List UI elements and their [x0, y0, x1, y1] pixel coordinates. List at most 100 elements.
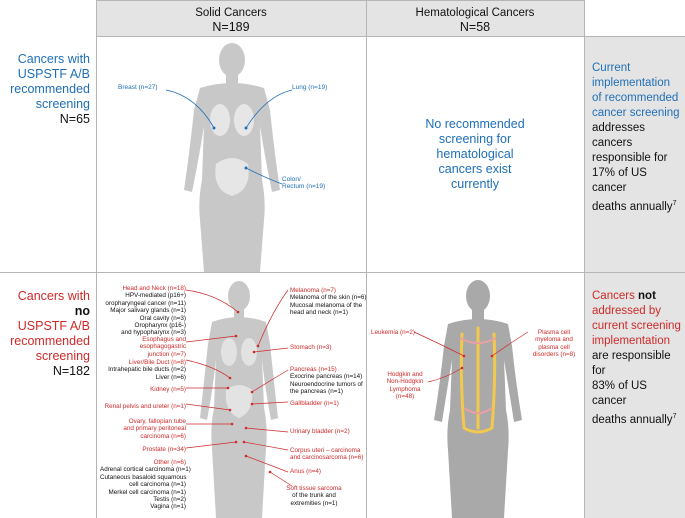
label-black: Melanoma of the skin (n=6) — [290, 294, 367, 302]
label-black: Testis (n=2) — [153, 496, 186, 504]
label-red: plasma cell — [538, 343, 570, 351]
label-black: HPV-mediated (p16+) — [125, 292, 186, 300]
label-red: esophagogastric — [139, 343, 186, 351]
grid-line — [96, 36, 685, 37]
label-red: Head and Neck (n=18) — [122, 285, 186, 292]
label-black: Vagina (n=1) — [150, 503, 186, 511]
heme-message-line: currently — [451, 177, 499, 191]
label-black: extremities (n=1) — [290, 499, 338, 507]
side-black-line: deaths annually — [592, 413, 673, 426]
side-red-line1: Cancers not — [592, 289, 684, 304]
label-red: Other (n=6) — [153, 459, 186, 466]
label-black: Oral cavity (n=3) — [139, 314, 186, 322]
label-black: Intrahepatic bile ducts (n=2) — [108, 366, 186, 374]
label-black: Cutaneous basaloid squamous — [100, 473, 187, 481]
row1-label-line: screening — [35, 97, 90, 111]
side-red-line: addressed by — [592, 305, 662, 317]
label-black: Liver (n=6) — [155, 373, 186, 381]
side-red-pre: Cancers — [592, 290, 639, 302]
side-text-row2: Cancers not addressed by current screeni… — [592, 289, 684, 428]
label-black: Exocrine pancreas (n=14) — [290, 373, 363, 381]
header-blank — [0, 0, 96, 36]
label-red: Liver/Bile Duct (n=8) — [128, 359, 186, 366]
heme-title: Hematological Cancers — [415, 7, 535, 19]
label-colon-line: Colon/ — [282, 176, 301, 183]
label-prostate: Prostate (n=34) — [142, 446, 186, 453]
label-red: Pancreas (n=15) — [290, 366, 337, 373]
label-red: myeloma and — [535, 336, 573, 344]
label-lymphoma: Hodgkin and Non-Hodgkin Lymphoma (n=48) — [382, 371, 428, 401]
side-red-line: current screening — [592, 320, 681, 332]
label-gallbladder: Gallbladder (n=1) — [290, 400, 339, 407]
label-breast: Breast (n=27) — [118, 84, 158, 91]
header-solid-cancers: Solid Cancers N=189 — [96, 0, 366, 36]
heme-no-screening-message: No recommended screening for hematologic… — [366, 117, 584, 192]
label-stomach: Stomach (n=3) — [290, 344, 332, 351]
label-esophagus: Esophagus and esophagogastric junction (… — [100, 336, 186, 358]
label-lung: Lung (n=19) — [292, 84, 328, 91]
label-black: oropharyngeal cancer (n=11) — [105, 299, 186, 307]
label-red: disorders (n=8) — [532, 351, 576, 359]
label-kidney: Kidney (n=5) — [150, 386, 186, 393]
solid-n: N=189 — [212, 20, 250, 34]
label-other: Other (n=6) Adrenal cortical carcinoma (… — [100, 459, 191, 511]
side-blue-line: cancer screening — [592, 107, 680, 119]
side-blue-line: implementation — [592, 77, 670, 89]
footnote-ref: 7 — [672, 413, 677, 420]
label-black: Neuroendocrine tumors of — [290, 380, 363, 388]
label-black: Oropharynx (p16-) — [134, 322, 186, 330]
row2-label-pre: Cancers with — [17, 289, 90, 303]
side-red-bold: not — [638, 290, 656, 302]
row2-label-line: USPSTF A/B — [17, 319, 90, 333]
side-blue-line: of recommended — [592, 92, 679, 104]
header-side-blank — [584, 0, 685, 36]
label-red: Esophagus and — [142, 336, 186, 343]
leader-lines-row1 — [165, 89, 293, 185]
label-pancreas: Pancreas (n=15) Exocrine pancreas (n=14)… — [290, 366, 363, 396]
grid-line — [0, 272, 685, 273]
label-liver-bile: Liver/Bile Duct (n=8) Intrahepatic bile … — [100, 359, 186, 381]
heme-message-line: screening for — [438, 132, 512, 146]
label-red: junction (n=7) — [147, 350, 186, 358]
row2-label-line1: Cancers with no — [0, 289, 90, 319]
row1-n: N=65 — [59, 112, 90, 126]
label-colon: Colon/ Rectum (n=19) — [282, 176, 325, 191]
grid-line — [96, 0, 97, 518]
side-black-line: deaths annually — [592, 200, 673, 213]
grid-line — [366, 0, 367, 518]
side-black-line: 17% of US cancer — [592, 167, 647, 194]
row1-label: Cancers with USPSTF A/B recommended scre… — [0, 52, 90, 127]
label-black: Merkel cell carcinoma (n=1) — [108, 488, 186, 496]
label-black: Mucosal melanoma of the — [290, 301, 363, 309]
label-head-neck: Head and Neck (n=18) HPV-mediated (p16+)… — [100, 285, 186, 337]
label-corpus-uteri: Corpus uteri – carcinoma and carcinosarc… — [290, 447, 363, 462]
label-black: and hypopharynx (n=3) — [121, 329, 186, 337]
side-black-line: addresses cancers — [592, 122, 646, 149]
row1-label-line: recommended — [10, 82, 90, 96]
label-black: Adrenal cortical carcinoma (n=1) — [100, 466, 191, 474]
label-red: Hodgkin and — [387, 371, 423, 378]
body-silhouette-heme-row2 — [434, 280, 522, 518]
row1-label-line: Cancers with — [17, 52, 90, 66]
row2-n: N=182 — [52, 364, 90, 378]
grid-line — [96, 0, 584, 1]
solid-title: Solid Cancers — [195, 7, 267, 19]
label-red: Non-Hodgkin — [386, 378, 424, 386]
label-melanoma: Melanoma (n=7) Melanoma of the skin (n=6… — [290, 287, 366, 317]
row2-label: Cancers with no USPSTF A/B recommended s… — [0, 289, 90, 379]
leader-lines-row2 — [185, 289, 293, 487]
label-black: head and neck (n=1) — [290, 309, 348, 317]
label-red: and carcinosarcoma (n=6) — [290, 454, 364, 462]
heme-message-line: hematological — [436, 147, 514, 161]
label-renal-pelvis: Renal pelvis and ureter (n=1) — [104, 403, 186, 410]
label-anus: Anus (n=4) — [290, 468, 321, 475]
label-black: cell carcinoma (n=1) — [129, 481, 186, 489]
side-black-line-last: deaths annually7 — [592, 409, 684, 428]
label-soft-tissue: Soft tissue sarcoma of the trunk and ext… — [278, 485, 350, 507]
label-red: Soft tissue sarcoma — [286, 485, 342, 492]
label-red: Corpus uteri – carcinoma — [290, 447, 361, 454]
label-black: of the trunk and — [292, 492, 336, 500]
label-red: Plasma cell — [537, 329, 571, 336]
label-ovary: Ovary, fallopian tube and primary perito… — [100, 418, 186, 440]
leader-lines-heme — [413, 331, 529, 383]
